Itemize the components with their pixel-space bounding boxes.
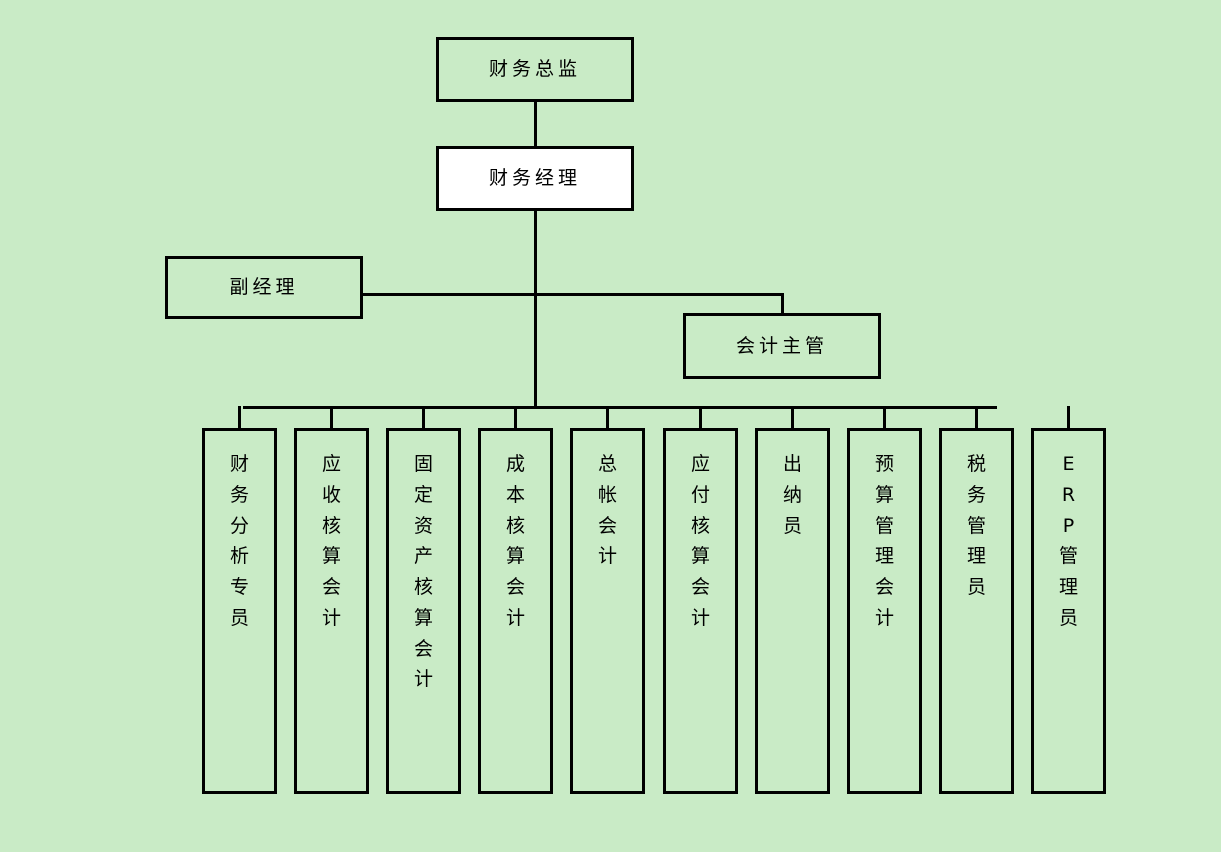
leaf-label-char: 会 [690,576,710,599]
leaf-label-char: 税 [966,453,986,475]
leaf-node[interactable]: 应收核算会计 [294,428,369,794]
leaf-label-char: 员 [229,606,249,629]
leaf-node-label: 预算管理会计 [875,449,894,634]
node-financial-manager[interactable]: 财务经理 [436,146,634,211]
leaf-label-char: 专 [229,576,249,599]
leaf-label-char: 核 [690,514,710,537]
leaf-label-char: 应 [690,453,710,475]
leaf-label-char: 核 [413,576,433,599]
leaf-node[interactable]: 应付核算会计 [663,428,738,794]
leaf-node[interactable]: 预算管理会计 [847,428,922,794]
connector-exec-to-manager [534,100,537,148]
leaf-label-char: 算 [505,545,525,568]
leaf-label-char: E [1062,453,1075,475]
leaf-label-char: 会 [321,576,341,599]
node-label: 副经理 [229,276,299,299]
node-label: 财务总监 [488,58,581,81]
leaf-label-char: 计 [505,606,525,629]
leaf-node-label: 税务管理员 [967,449,986,603]
leaf-label-char: 算 [413,606,433,629]
connector-supervisor-drop [781,293,784,316]
leaf-label-char: 核 [505,514,525,537]
connector-manager-spine [534,209,537,408]
leaf-label-char: 管 [874,514,894,537]
leaf-bus-bar [243,406,997,409]
node-label: 财务经理 [488,167,581,190]
leaf-label-char: 会 [597,514,617,537]
node-accounting-supervisor[interactable]: 会计主管 [683,313,881,379]
leaf-label-char: 资 [413,514,433,537]
connector-leaf-stub [975,406,978,428]
leaf-label-char: 固 [413,453,433,475]
leaf-node-label: 成本核算会计 [506,449,525,634]
leaf-label-char: 预 [874,453,894,475]
leaf-label-char: 收 [321,483,341,506]
leaf-label-char: 员 [782,514,802,537]
leaf-node-label: 出纳员 [783,449,802,541]
leaf-label-char: 计 [413,668,433,691]
leaf-label-char: 析 [229,545,249,568]
leaf-label-char: 产 [413,545,433,568]
leaf-label-char: 计 [874,606,894,629]
leaf-label-char: 算 [874,483,894,506]
leaf-label-char: 员 [966,576,986,599]
leaf-node[interactable]: 出纳员 [755,428,830,794]
leaf-label-char: 总 [597,453,617,475]
leaf-label-char: 出 [782,453,802,475]
leaf-label-char: 理 [874,545,894,568]
leaf-label-char: 核 [321,514,341,537]
leaf-label-char: 财 [229,453,249,475]
leaf-label-char: 理 [1058,576,1078,599]
leaf-label-char: 计 [321,606,341,629]
connector-leaf-stub [514,406,517,428]
connector-leaf-stub [699,406,702,428]
leaf-label-char: 会 [874,576,894,599]
leaf-node-label: 财务分析专员 [230,449,249,634]
connector-leaf-stub [883,406,886,428]
leaf-node-label: 总帐会计 [598,449,617,572]
connector-leaf-stub [791,406,794,428]
node-label: 会计主管 [735,334,828,357]
leaf-label-char: 会 [413,637,433,660]
leaf-label-char: 定 [413,483,433,506]
leaf-label-char: 应 [321,453,341,475]
leaf-label-char: 计 [690,606,710,629]
leaf-label-char: 本 [505,483,525,506]
node-deputy-manager[interactable]: 副经理 [165,256,363,319]
leaf-label-char: 纳 [782,483,802,506]
connector-leaf-stub [422,406,425,428]
leaf-label-char: 成 [505,453,525,475]
connector-leaf-stub [1067,406,1070,428]
leaf-label-char: 管 [966,514,986,537]
leaf-label-char: 帐 [597,483,617,506]
leaf-node-label: 应收核算会计 [322,449,341,634]
leaf-label-char: R [1061,483,1076,506]
leaf-node[interactable]: 总帐会计 [570,428,645,794]
leaf-label-char: 计 [597,545,617,568]
leaf-label-char: 务 [229,483,249,506]
leaf-label-char: 务 [966,483,986,506]
leaf-label-char: 员 [1058,606,1078,629]
leaf-label-char: 算 [690,545,710,568]
node-financial-director[interactable]: 财务总监 [436,37,634,102]
leaf-node[interactable]: 税务管理员 [939,428,1014,794]
leaf-label-char: 理 [966,545,986,568]
leaf-label-char: 会 [505,576,525,599]
leaf-label-char: 管 [1058,545,1078,568]
leaf-label-char: 付 [690,483,710,506]
leaf-label-char: 分 [229,514,249,537]
leaf-label-char: P [1062,514,1075,537]
leaf-node[interactable]: 成本核算会计 [478,428,553,794]
leaf-node-label: 固定资产核算会计 [414,449,433,695]
leaf-node[interactable]: 固定资产核算会计 [386,428,461,794]
connector-leaf-stub [238,406,241,428]
leaf-label-char: 算 [321,545,341,568]
leaf-node[interactable]: 财务分析专员 [202,428,277,794]
connector-leaf-stub [606,406,609,428]
connector-deputy-branch [363,293,784,296]
connector-leaf-stub [330,406,333,428]
leaf-node-label: 应付核算会计 [691,449,710,634]
